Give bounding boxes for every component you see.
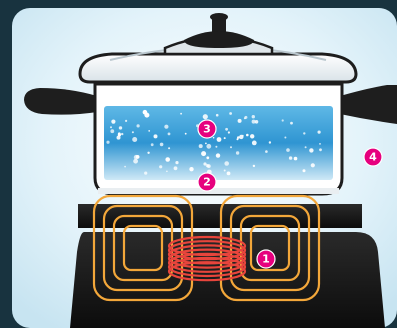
marker-3: 3 (198, 120, 216, 138)
bubble (199, 144, 203, 148)
bubble (159, 165, 162, 168)
bubble (229, 112, 232, 115)
bubble (238, 119, 242, 123)
bubble (118, 132, 121, 135)
water (104, 106, 333, 180)
bubble (236, 151, 239, 154)
bubble (265, 150, 268, 153)
marker-1-label: 1 (262, 253, 270, 266)
bubble (228, 131, 230, 133)
bubble (286, 148, 290, 152)
bubble (294, 157, 298, 161)
bubble (206, 156, 209, 159)
bubble (132, 131, 134, 133)
bubble (216, 153, 220, 157)
bubble (143, 110, 148, 115)
bubble (217, 137, 222, 142)
bubble (133, 159, 138, 164)
pot-bottom (98, 188, 339, 194)
bubble (132, 137, 137, 142)
bubble (136, 155, 140, 159)
bubble (242, 135, 244, 137)
bubble (227, 172, 231, 176)
bubble (224, 161, 229, 166)
bubble (174, 166, 178, 170)
bubble (206, 144, 211, 149)
bubble (224, 170, 226, 172)
bubble (305, 146, 307, 148)
bubble (213, 137, 215, 139)
bubble (319, 148, 322, 151)
bubble (111, 120, 115, 124)
marker-1: 1 (257, 250, 275, 268)
bubble (151, 143, 154, 146)
bubble (225, 128, 228, 131)
bubble (189, 167, 193, 171)
bubble (160, 143, 164, 147)
bubble (252, 115, 255, 118)
bubble (237, 138, 239, 140)
bubble (284, 137, 286, 139)
bubble (215, 146, 217, 148)
bubble (252, 141, 257, 146)
bubble (125, 120, 127, 122)
bubble (303, 132, 305, 134)
bubble (119, 126, 122, 129)
bubble (319, 143, 321, 145)
bubble (121, 133, 123, 135)
bubble (144, 172, 147, 175)
marker-2-label: 2 (203, 176, 211, 189)
bubble (124, 166, 126, 168)
pot (95, 84, 342, 194)
bubble (110, 129, 114, 133)
bubble (224, 137, 226, 139)
bubble (318, 131, 321, 134)
bubble (230, 146, 232, 148)
bubble (246, 134, 249, 137)
bubble (216, 114, 219, 117)
marker-2: 2 (198, 173, 216, 191)
bubble (252, 120, 256, 124)
bubble (289, 156, 292, 159)
bubble (147, 152, 149, 154)
bubble (253, 165, 255, 167)
bubble (309, 148, 313, 152)
marker-4-label: 4 (369, 151, 377, 164)
bubble (205, 143, 207, 145)
bubble (110, 126, 112, 128)
bubble (250, 134, 254, 138)
bubble (269, 141, 271, 143)
bubble (106, 141, 109, 144)
bubble (201, 151, 206, 156)
bubble (244, 117, 246, 119)
bubble (311, 163, 315, 167)
lid-knob-top (210, 13, 228, 21)
bubble (175, 161, 178, 164)
bubble (168, 133, 171, 136)
bubble (185, 133, 187, 135)
marker-4: 4 (364, 148, 382, 166)
bubble (165, 157, 170, 162)
bubble (206, 164, 209, 167)
bubble (164, 125, 168, 129)
bubble (148, 130, 150, 132)
bubble (303, 169, 306, 172)
bubble (168, 147, 170, 149)
bubble (203, 114, 208, 119)
marker-3-label: 3 (203, 123, 211, 136)
bubble (180, 113, 182, 115)
bubble (290, 122, 293, 125)
bubble (282, 119, 284, 121)
bubble (166, 171, 168, 173)
bubble (154, 134, 158, 138)
bubble (137, 124, 140, 127)
